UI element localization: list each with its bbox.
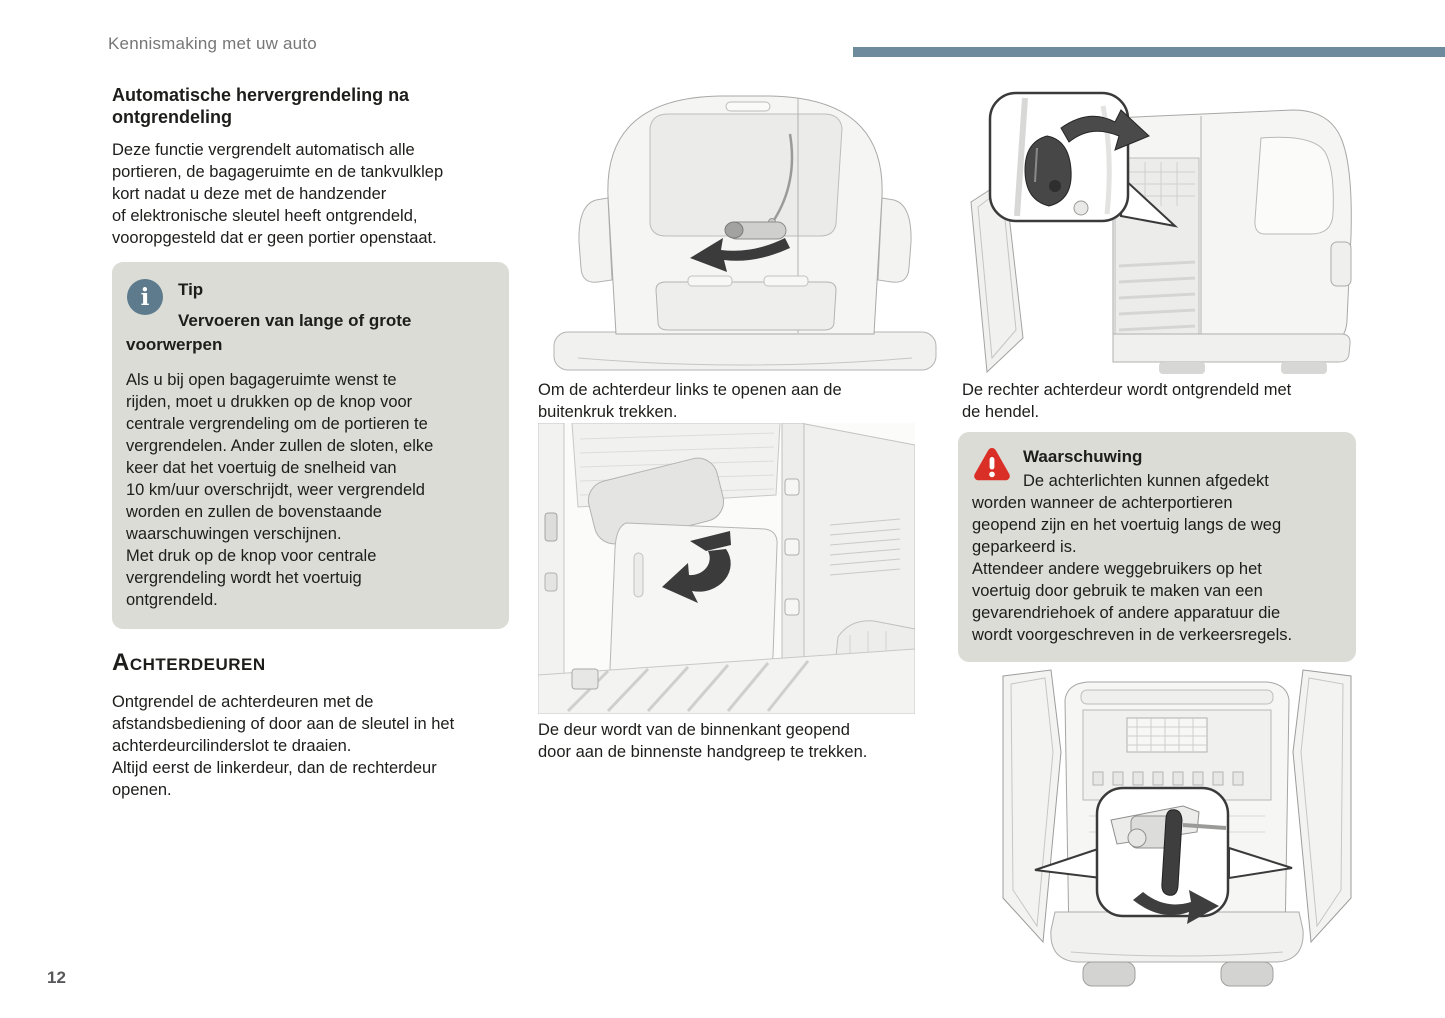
tip-label: Tip [178, 280, 204, 299]
tip-body: Als u bij open bagageruimte wenst te rij… [126, 371, 434, 609]
handle-detail-illustration [970, 91, 1352, 374]
figure-van-rear-doors-open-lock [985, 660, 1370, 1005]
section-body-auto-relock: Deze functie vergrendelt automatisch all… [112, 141, 444, 247]
section-body-achterdeuren: Ontgrendel de achterdeuren met de afstan… [112, 693, 455, 799]
warning-label: Waarschuwing [1023, 447, 1143, 466]
van-rear-illustration [553, 95, 937, 371]
warning-triangle-icon [974, 448, 1010, 481]
warning-box: Waarschuwing De achterlichten kunnen afg… [958, 432, 1356, 662]
figure-door-inside-view [538, 423, 915, 714]
caption-open-left-door: Om de achterdeur links te openen aan de … [538, 381, 842, 421]
section-title-auto-relock: Automatische hervergrendeling na ontgren… [112, 85, 410, 127]
caption-right-door-handle: De rechter achterdeur wordt ontgrendeld … [962, 381, 1292, 421]
left-column: Automatische hervergrendeling na ontgren… [112, 84, 509, 801]
page-header: Kennismaking met uw auto [108, 34, 317, 53]
caption-inside-handle: De deur wordt van de binnenkant geopend … [538, 721, 868, 761]
door-inside-illustration [538, 423, 915, 714]
figure-van-rear-closed-doors [540, 86, 950, 378]
info-icon: i [127, 279, 163, 315]
page-number: 12 [47, 968, 66, 987]
tip-box: i Tip Vervoeren van lange of grote voorw… [112, 262, 509, 629]
warning-body: De achterlichten kunnen afgedekt worden … [972, 472, 1293, 644]
tip-subtitle: Vervoeren van lange of grote voorwerpen [126, 311, 412, 354]
figure-right-door-handle-detail [963, 86, 1363, 377]
section-title-achterdeuren: Achterdeuren [112, 649, 266, 676]
accent-bar [853, 47, 1445, 57]
doors-open-illustration [1002, 669, 1352, 987]
